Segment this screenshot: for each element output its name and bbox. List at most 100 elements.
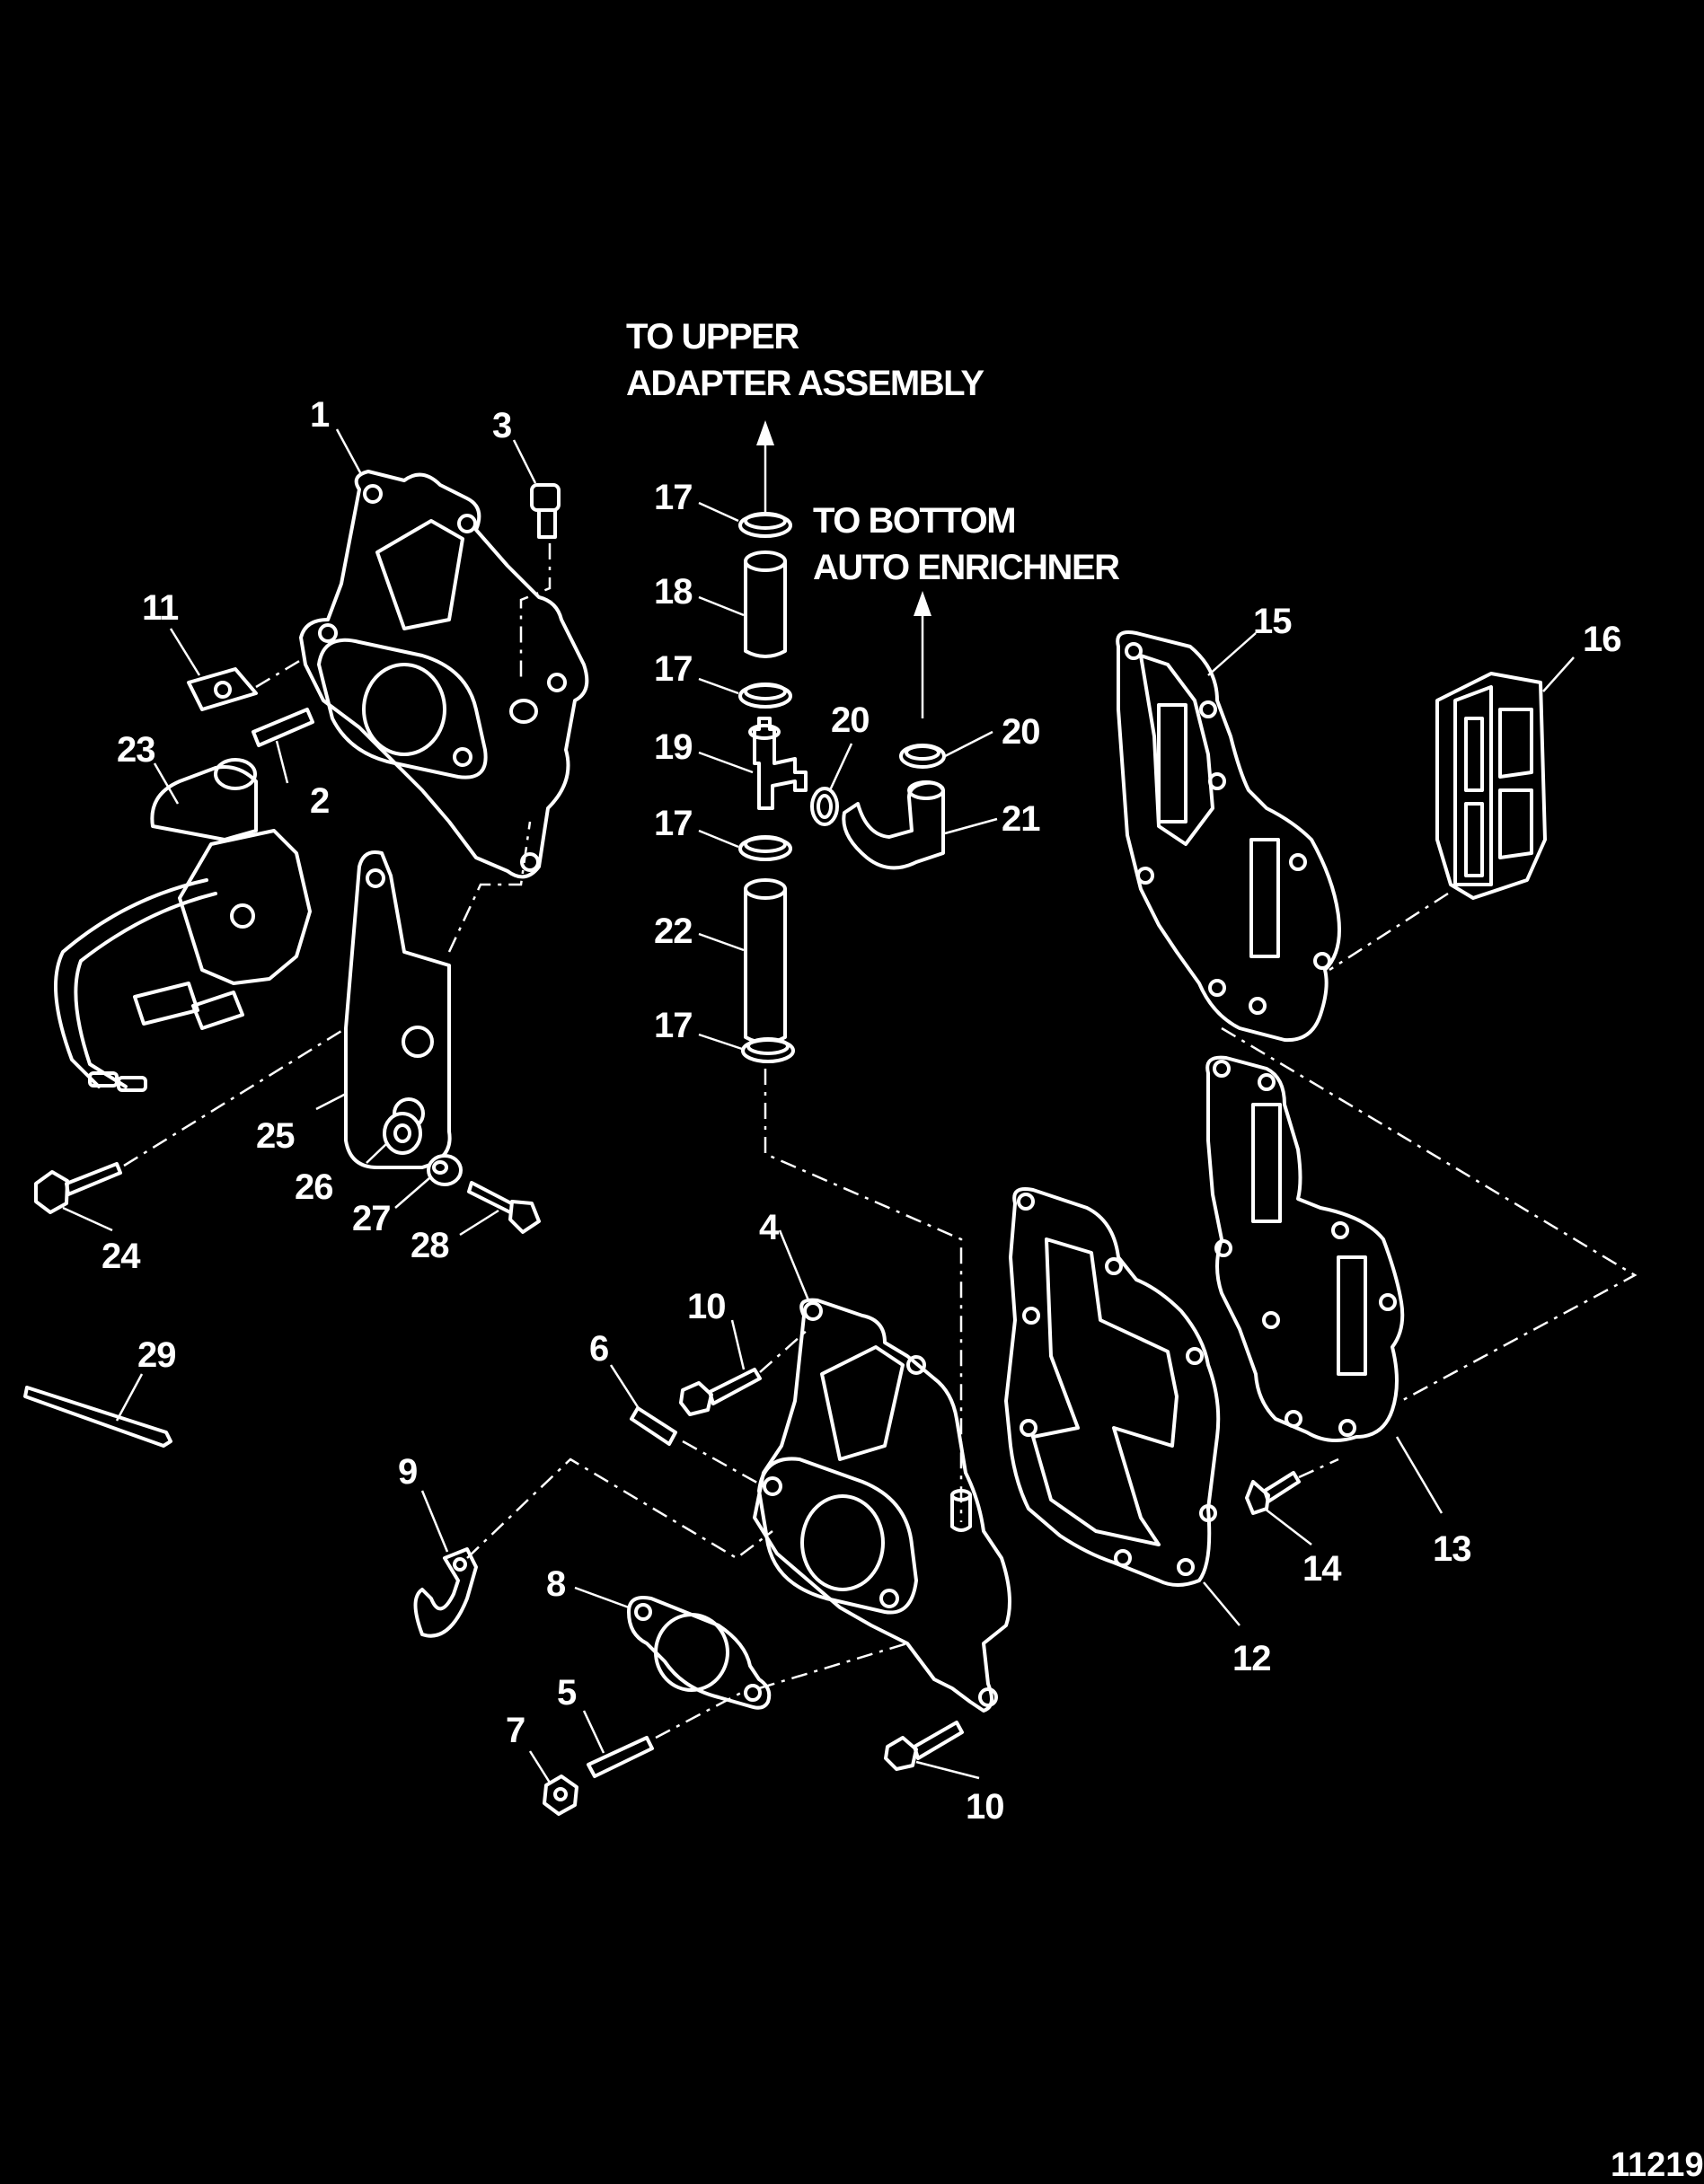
gasket-8-hole-1 <box>634 1603 652 1621</box>
enrichener-port <box>230 903 255 929</box>
hose-22 <box>744 887 787 1044</box>
leader-19 <box>698 751 754 774</box>
leader-3 <box>512 439 537 484</box>
enrichener-terminal-2 <box>117 1076 147 1092</box>
elbow-dash-line <box>519 543 552 682</box>
reed-slot-1 <box>1464 717 1484 792</box>
leader-21 <box>944 817 998 835</box>
part-nut-7 <box>543 1774 578 1816</box>
reed-block-face <box>1453 685 1493 886</box>
part-stud-5 <box>587 1691 742 1778</box>
callout-29: 29 <box>137 1335 176 1375</box>
leader-22 <box>698 932 745 952</box>
callout-17-b: 17 <box>654 649 693 689</box>
leader-20b <box>944 730 993 758</box>
part-clip <box>187 658 302 711</box>
enrichener-wire-2 <box>74 892 217 1088</box>
lower-bolt-hole-1 <box>803 1301 823 1321</box>
clamp-20-a-inner <box>817 794 833 819</box>
elbow-head <box>530 483 561 512</box>
leader-5 <box>582 1710 605 1754</box>
lower-bolt-hole-5 <box>978 1687 998 1707</box>
leader-6 <box>609 1364 641 1411</box>
callout-14: 14 <box>1302 1549 1342 1589</box>
bolt-10b-shank <box>913 1721 964 1760</box>
hose-dash-line <box>764 1069 963 1522</box>
leader-11 <box>169 628 201 676</box>
clip-dash-line <box>255 658 302 689</box>
part-elbow-hose <box>810 744 946 870</box>
reed-petal-2 <box>1498 788 1533 859</box>
enrichener-body <box>178 829 312 985</box>
note-bottom-line2: AUTO ENRICHNER <box>813 548 1120 587</box>
upper-adapter-note: TO UPPER ADAPTER ASSEMBLY <box>626 317 986 512</box>
part-bracket <box>344 821 532 1169</box>
g12-hole-1 <box>1017 1193 1035 1211</box>
callout-15: 15 <box>1253 602 1292 641</box>
part-tie-strap <box>23 1386 172 1448</box>
callout-23: 23 <box>117 730 155 770</box>
clip-hole <box>214 681 232 699</box>
clamp-17-c-inner <box>744 835 787 853</box>
upper-bolt-hole-5 <box>453 747 472 767</box>
part-bolt-28 <box>467 1181 541 1234</box>
upper-adapter-neck <box>375 519 464 630</box>
tee-top <box>748 724 781 740</box>
part-bolt-24 <box>34 1026 347 1214</box>
leader-8 <box>574 1586 630 1609</box>
leader-26 <box>366 1141 389 1164</box>
leader-1 <box>335 428 363 475</box>
part-screw-14 <box>1245 1457 1339 1515</box>
callout-11: 11 <box>142 588 179 628</box>
gasket-8-hole-2 <box>744 1684 762 1702</box>
part-bolt-10-lower <box>884 1721 964 1771</box>
g13-hole-3 <box>1214 1239 1232 1257</box>
callout-18: 18 <box>654 572 693 612</box>
part-enrichener <box>54 758 312 1092</box>
upper-adapter-flange <box>317 638 488 779</box>
upper-bolt-hole-1 <box>363 484 383 504</box>
figure-number: 11219 <box>1611 2146 1704 2184</box>
stud-5-dash-line <box>655 1691 742 1739</box>
elbow-hose-21-end <box>907 780 945 800</box>
leader-27 <box>394 1177 430 1209</box>
bolt-10a-shank <box>708 1368 762 1405</box>
enrichener-wire-1 <box>54 878 208 1088</box>
leader-23 <box>153 762 180 805</box>
hose-18 <box>744 559 787 658</box>
part-grommet <box>383 1112 422 1155</box>
gasket-13-dash-line <box>1221 1026 1638 1403</box>
lower-bolt-hole-4 <box>879 1589 899 1608</box>
leader-7 <box>528 1750 552 1783</box>
callout-27: 27 <box>352 1199 391 1238</box>
callout-1: 1 <box>310 395 330 435</box>
gasket-15-window-1 <box>1139 654 1214 846</box>
screw-14-dash-line <box>1298 1457 1339 1479</box>
clamp-20-a <box>810 787 839 826</box>
clamp-17-b-inner <box>744 682 787 700</box>
bottom-arrow-head <box>914 591 931 616</box>
clamp-17-d-inner <box>746 1037 790 1055</box>
g13-hole-2 <box>1258 1073 1276 1091</box>
screw-14-shank <box>1263 1471 1301 1503</box>
stud-5-body <box>587 1736 654 1778</box>
clip-body <box>187 667 258 711</box>
leader-28 <box>459 1209 499 1237</box>
upper-adapter-port <box>509 699 538 724</box>
grommet-hole <box>393 1123 411 1143</box>
g13-hole-6 <box>1379 1293 1397 1311</box>
bracket-hole-1 <box>402 1026 434 1058</box>
g15-hole-7 <box>1136 867 1154 885</box>
elbow-hose-21 <box>842 780 945 870</box>
callout-21: 21 <box>1002 799 1040 839</box>
part-washer <box>427 1154 463 1186</box>
g15-hole-6 <box>1208 979 1226 997</box>
upper-bolt-hole-6 <box>520 852 540 872</box>
g15-hole-8 <box>1289 853 1307 871</box>
callout-20-b: 20 <box>1002 712 1040 752</box>
clamp-9-body <box>413 1547 478 1638</box>
bolt-24-shank <box>65 1162 122 1196</box>
bracket-top-hole <box>366 868 385 888</box>
g15-hole-3 <box>1208 772 1226 790</box>
